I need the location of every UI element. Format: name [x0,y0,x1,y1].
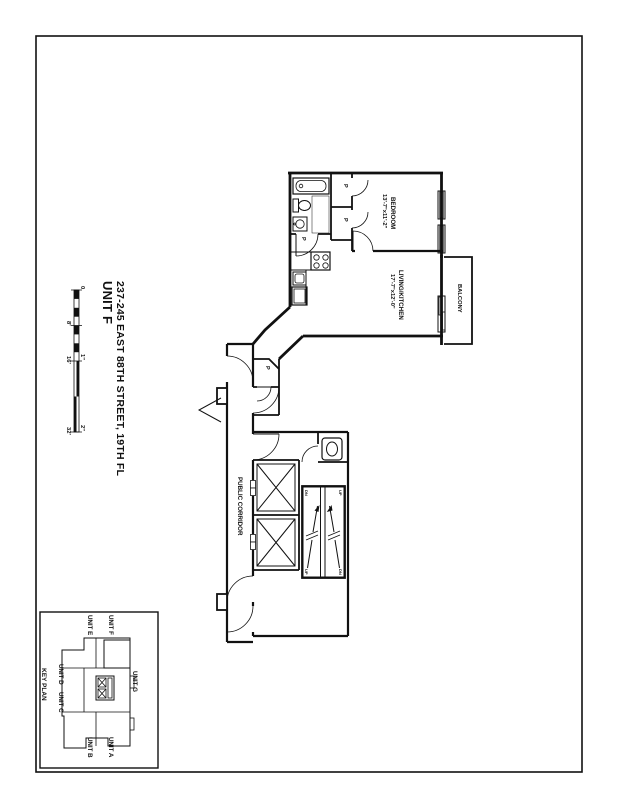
key-plan-unit-f-label: UNIT F [107,615,114,635]
bathroom [292,177,330,234]
scale-bar: 0 8' 16' 32' 1" 2" [65,286,85,435]
key-plan-unit-a-label: UNIT A [107,737,114,758]
room-labels: BEDROOM 13'-7"x11'-2" LIVING/KITCHEN 17'… [236,194,404,536]
bedroom-label: BEDROOM [389,197,396,229]
key-plan-unit-d-label: UNIT D [57,664,64,685]
closet-pole-icon: P [342,184,348,188]
closet-pole-icon: P [264,366,270,370]
closet-door-swing [256,386,272,402]
scale-tick-16: 16' [65,356,71,364]
elevators [250,459,300,571]
kitchen-sink [292,271,307,286]
elevator-2 [256,518,296,567]
corridor-unit-door-swing [226,355,254,383]
stove [310,251,331,271]
key-plan-unit-g-label: UNIT G [131,671,138,692]
bedroom-dims: 13'-7"x11'-2" [381,194,387,229]
stair-dn-label: DN [338,569,343,575]
living-kitchen-dims: 17'-7"x12'-0" [389,274,395,309]
corridor-door-swing [226,605,254,633]
key-plan-core [95,675,115,701]
key-plan-unit-b-label: UNIT B [86,737,93,758]
bedroom-windows [437,190,446,254]
key-plan-balcony [129,717,135,731]
key-plan-title: KEY PLAN [40,668,47,701]
public-corridor-label: PUBLIC CORRIDOR [236,477,243,536]
bathroom-door [295,233,319,257]
closet-door-swing [351,211,369,229]
key-plan: KEY PLAN UNIT F UNIT E UNIT G UNIT D UNI… [39,611,159,769]
door-leaf-mark [197,397,222,423]
unit-title: UNIT F [100,281,115,324]
core-lobby-door [252,433,280,461]
scale-inch-1: 1" [79,354,85,360]
closet-pole-symbols: P P P P [264,184,348,370]
service-room-door-swing [301,445,319,463]
toilet [292,198,311,213]
kitchen [290,251,331,306]
service-sink [321,437,343,461]
scale-tick-0: 0 [79,286,85,289]
title-block: UNIT F 237-245 EAST 88TH STREET, 19TH FL [100,281,126,476]
key-plan-unit-f-hatch [103,639,131,669]
key-plan-box [39,611,159,769]
elevator-doors [250,480,256,550]
bathroom-sink [292,216,308,232]
key-plan-balcony [129,675,135,689]
closet-pole-icon: P [300,237,306,241]
key-plan-unit-c-label: UNIT C [57,692,64,713]
apartment-exterior-walls [251,171,443,361]
stair-up-label: UP [338,490,343,496]
closet-door-swing [351,179,369,197]
apartment-interior-walls [253,174,443,416]
living-kitchen-label: LIVING/KITCHEN [397,270,404,320]
closet-pole-icon: P [342,218,348,222]
sheet-border [35,35,583,773]
bedroom-door [352,230,374,252]
corridor-pilaster [216,387,228,405]
corridor-door-swing [226,575,254,603]
bathtub [292,177,330,195]
unit-entry-door [252,386,280,414]
scale-tick-32: 32' [65,427,71,435]
corridor-pilaster [216,593,228,611]
door-swings [226,179,374,633]
address-title: 237-245 EAST 88TH STREET, 19TH FL [114,281,126,476]
stair-dn-label: DN [304,490,309,496]
public-corridor-walls [197,342,255,644]
balcony: BALCONY [444,256,473,345]
service-sink-room [317,432,348,463]
scale-inch-2: 2" [79,425,85,431]
bathroom-tile-floor [311,195,330,234]
balcony-label: BALCONY [456,284,462,313]
elevator-1 [256,463,296,512]
scale-tick-8: 8' [65,321,71,326]
refrigerator [291,286,308,306]
key-plan-partitions [62,638,130,746]
balcony-sliding-door [437,295,446,333]
stair-up-label: UP [304,569,309,575]
key-plan-footprint [61,637,131,749]
stairs: DN UP UP DN [301,485,346,579]
key-plan-unit-e-label: UNIT E [86,615,93,635]
